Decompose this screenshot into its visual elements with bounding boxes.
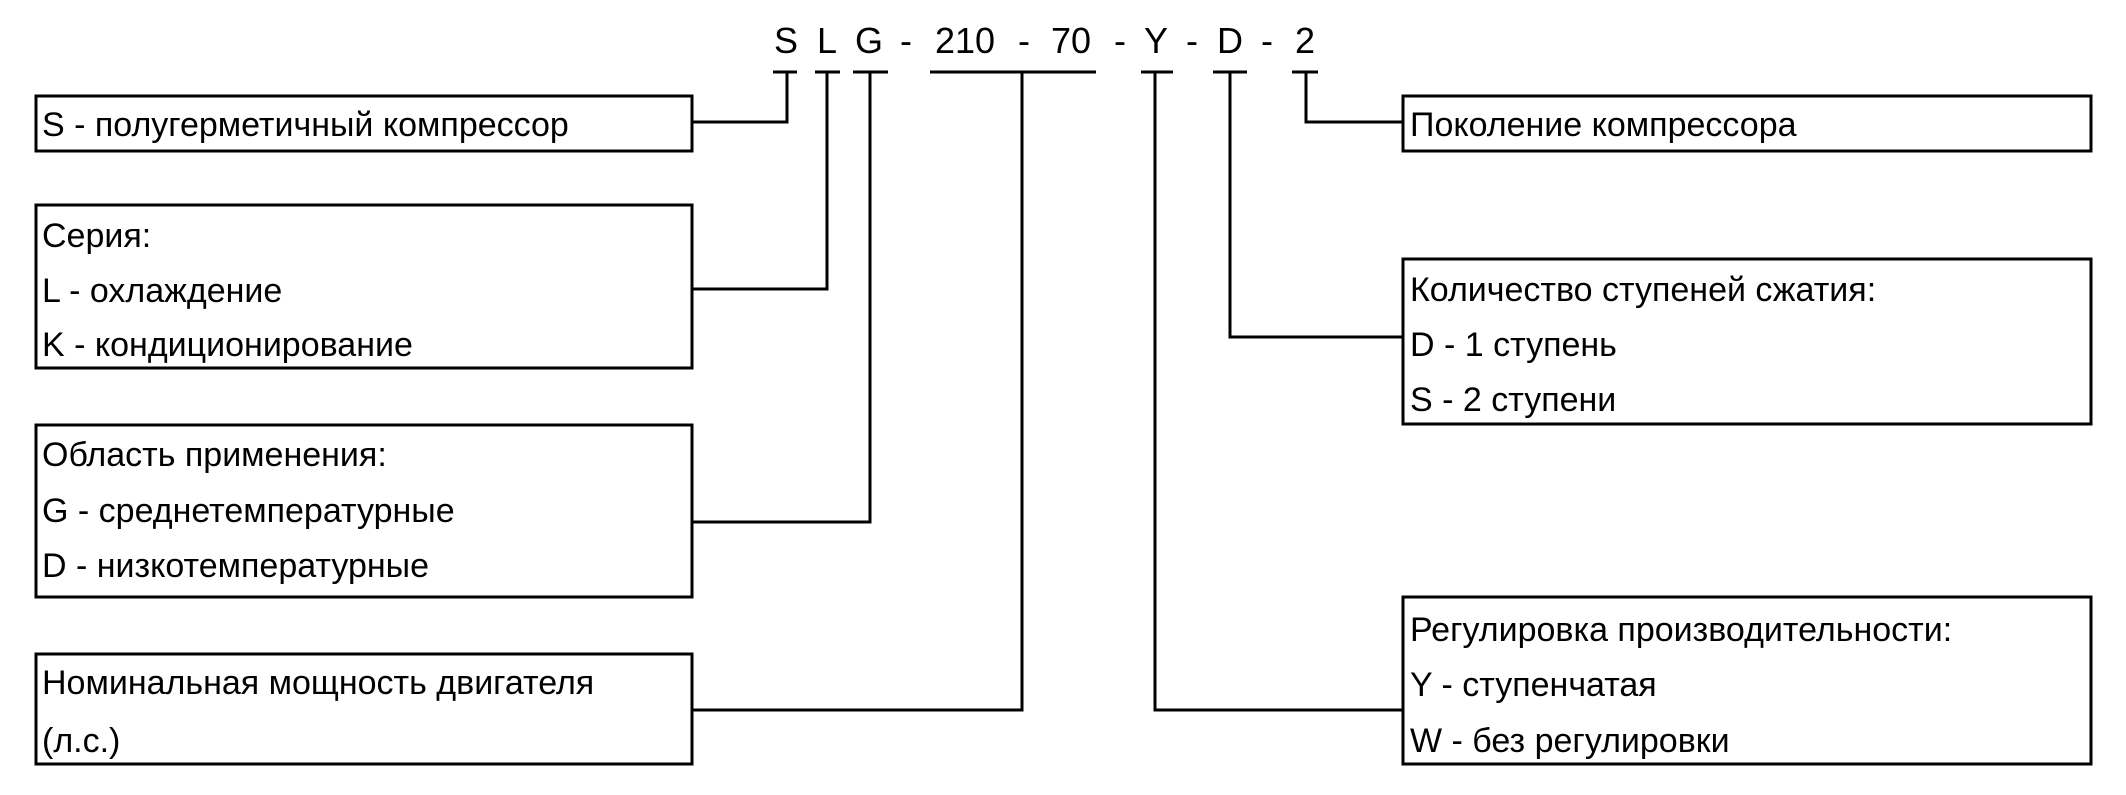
- box-capacity-control: Регулировка производительности: Y - ступ…: [1401, 595, 2093, 766]
- connectors: [692, 70, 1403, 712]
- box-power: Номинальная мощность двигателя (л.с.): [34, 652, 694, 766]
- code-part-g: G: [855, 20, 883, 61]
- box-stages-line-2: D - 1 ступень: [1410, 326, 1617, 364]
- box-power-frame: [34, 652, 694, 766]
- box-series-frame: [34, 203, 694, 370]
- code-dash-2: -: [1018, 20, 1030, 61]
- box-capacity-control-line-2: Y - ступенчатая: [1410, 666, 1657, 704]
- code-part-d: D: [1217, 20, 1243, 61]
- code-part-2: 2: [1295, 20, 1315, 61]
- box-application-line-1: Область применения:: [42, 436, 387, 474]
- code-part-s: S: [774, 20, 798, 61]
- code-part-y: Y: [1144, 20, 1168, 61]
- connector-d: [1228, 72, 1403, 339]
- box-application: Область применения: G - среднетемператур…: [34, 423, 694, 599]
- box-stages-line-1: Количество ступеней сжатия:: [1410, 271, 1876, 309]
- box-power-line-1: Номинальная мощность двигателя: [42, 664, 594, 702]
- code-part-power: 210: [935, 20, 995, 61]
- code-part-size: 70: [1051, 20, 1091, 61]
- box-series-line-1: Серия:: [42, 217, 151, 255]
- box-power-line-2: (л.с.): [42, 722, 120, 760]
- box-application-line-3: D - низкотемпературные: [42, 547, 429, 585]
- box-application-frame: [34, 423, 694, 599]
- box-type-frame: [34, 94, 694, 153]
- connector-s: [692, 72, 789, 124]
- box-generation-line-1: Поколение компрессора: [1410, 106, 1797, 144]
- box-series: Серия: L - охлаждение K - кондиционирова…: [34, 203, 694, 370]
- box-generation: Поколение компрессора: [1401, 94, 2093, 153]
- connector-power: [692, 72, 1024, 712]
- connector-2: [1304, 72, 1403, 124]
- connector-g: [692, 72, 872, 524]
- box-stages-line-3: S - 2 ступени: [1410, 381, 1616, 419]
- connector-l: [692, 72, 829, 291]
- box-generation-frame: [1401, 94, 2093, 153]
- code-part-l: L: [817, 20, 837, 61]
- box-capacity-control-line-3: W - без регулировки: [1410, 722, 1730, 760]
- model-code: S L G - 210 - 70 - Y - D - 2: [774, 20, 1315, 61]
- code-dash-3: -: [1114, 20, 1126, 61]
- connector-y: [1153, 72, 1403, 712]
- code-dash-1: -: [900, 20, 912, 61]
- box-stages: Количество ступеней сжатия: D - 1 ступен…: [1401, 257, 2093, 426]
- box-series-line-2: L - охлаждение: [42, 272, 282, 310]
- box-series-line-3: K - кондиционирование: [42, 326, 413, 364]
- box-application-line-2: G - среднетемпературные: [42, 492, 455, 530]
- code-dash-5: -: [1261, 20, 1273, 61]
- code-dash-4: -: [1186, 20, 1198, 61]
- box-capacity-control-frame: [1401, 595, 2093, 766]
- box-type: S - полугерметичный компрессор: [34, 94, 694, 153]
- box-type-line-1: S - полугерметичный компрессор: [42, 106, 569, 144]
- box-capacity-control-line-1: Регулировка производительности:: [1410, 611, 1952, 649]
- box-stages-frame: [1401, 257, 2093, 426]
